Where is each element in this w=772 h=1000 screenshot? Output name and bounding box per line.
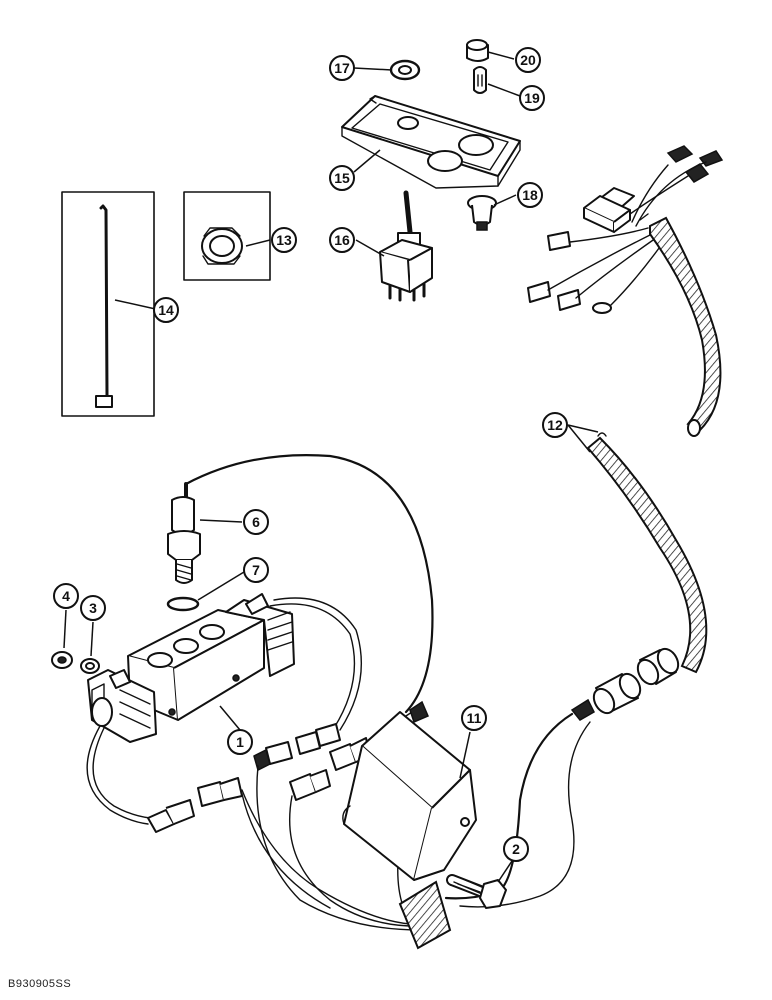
- cables: [184, 454, 591, 921]
- callout-1: 1: [227, 729, 253, 755]
- lamp-socket: [467, 195, 497, 231]
- lock-washer: [80, 658, 100, 674]
- bolt: [446, 874, 507, 909]
- svg-text:4: 4: [62, 588, 70, 604]
- svg-text:18: 18: [522, 187, 538, 203]
- relay-module: [342, 711, 477, 881]
- cable-tie-box: [61, 191, 155, 417]
- svg-text:11: 11: [467, 710, 482, 726]
- callout-4: 4: [53, 583, 79, 609]
- callout-16: 16: [329, 227, 355, 253]
- figure-code: B930905SS: [8, 978, 72, 990]
- svg-text:15: 15: [334, 170, 350, 186]
- callout-12: 12: [542, 412, 568, 438]
- callout-20: 20: [515, 47, 541, 73]
- svg-text:6: 6: [252, 514, 260, 530]
- nut-box: [183, 191, 271, 281]
- toggle-switch: [379, 190, 433, 302]
- svg-text:7: 7: [252, 562, 260, 578]
- callout-15: 15: [329, 165, 355, 191]
- o-ring: [166, 596, 200, 612]
- wiring-harness: [527, 145, 724, 437]
- callout-19: 19: [519, 85, 545, 111]
- svg-text:13: 13: [276, 232, 292, 248]
- multi-pin-connector: [570, 647, 680, 721]
- svg-text:14: 14: [158, 302, 174, 318]
- callout-18: 18: [517, 182, 543, 208]
- svg-text:19: 19: [524, 90, 540, 106]
- callout-2: 2: [503, 836, 529, 862]
- svg-text:2: 2: [512, 841, 520, 857]
- callouts: 17 20 19 15 18 16 13 14 12 6 7 4 3 1 11 …: [53, 47, 599, 883]
- valve-wires: [86, 597, 452, 950]
- svg-text:17: 17: [334, 60, 350, 76]
- callout-14: 14: [153, 297, 179, 323]
- svg-text:3: 3: [89, 600, 97, 616]
- svg-text:16: 16: [334, 232, 350, 248]
- harness-sheath: [586, 432, 708, 674]
- grommet: [389, 59, 421, 81]
- callout-6: 6: [243, 509, 269, 535]
- svg-text:12: 12: [547, 417, 563, 433]
- callout-13: 13: [271, 227, 297, 253]
- lens-cap: [466, 39, 489, 62]
- hex-nut: [51, 651, 73, 669]
- callout-17: 17: [329, 55, 355, 81]
- callout-3: 3: [80, 595, 106, 621]
- pressure-switch: [167, 482, 201, 584]
- mounting-plate: [341, 95, 521, 189]
- bulb: [473, 66, 487, 94]
- callout-11: 11: [461, 705, 487, 731]
- solenoid-valve: [87, 593, 295, 743]
- callout-7: 7: [243, 557, 269, 583]
- svg-text:1: 1: [236, 734, 244, 750]
- svg-text:20: 20: [520, 52, 536, 68]
